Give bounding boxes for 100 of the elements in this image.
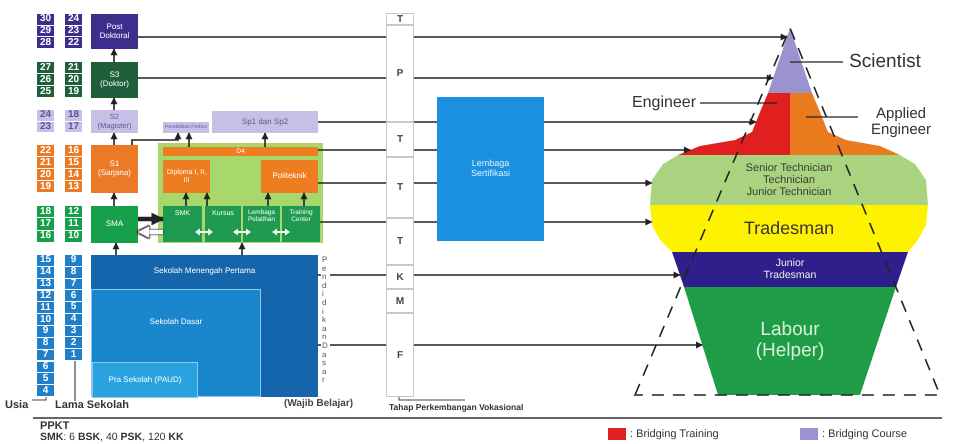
age-cell: 24	[37, 110, 54, 122]
age-cell: 8	[65, 266, 82, 279]
box-label: S1 (Sarjana)	[98, 160, 131, 178]
training-box	[243, 206, 280, 242]
age-cell: 5	[37, 373, 54, 386]
age-cell: 21	[37, 157, 54, 169]
box-label: Sp1 dan Sp2	[242, 118, 288, 126]
note-text: SMK: 6 BSK, 40 PSK, 120 KK	[40, 432, 184, 444]
arrow	[414, 34, 788, 40]
age-cell: 25	[37, 86, 54, 98]
degree-box	[91, 14, 138, 49]
leader-line	[790, 61, 843, 63]
leader-line	[700, 102, 777, 104]
school-box	[92, 362, 198, 398]
program-box	[261, 160, 318, 193]
age-cell: 26	[37, 74, 54, 86]
arrow	[182, 192, 190, 206]
age-cell: 11	[37, 302, 54, 314]
arrow	[131, 132, 182, 145]
stage-cell	[386, 157, 414, 218]
arrow	[110, 48, 118, 62]
box-label: Sekolah Menengah Pertama	[154, 267, 256, 276]
age-cell: 22	[37, 145, 54, 157]
program-box	[212, 111, 318, 133]
age-cell: 4	[65, 314, 82, 326]
age-cell: 19	[65, 86, 82, 98]
age-cell: 10	[37, 314, 54, 326]
program-box	[163, 147, 318, 156]
connector-line	[318, 344, 386, 346]
arrow	[112, 242, 120, 255]
box-label: Senior Technician	[746, 162, 832, 174]
training-box	[163, 206, 202, 242]
degree-box	[91, 110, 138, 133]
age-cell: 19	[37, 181, 54, 193]
age-cell: 9	[65, 255, 82, 267]
age-cell: 17	[65, 122, 82, 133]
box-label: Sekolah Dasar	[150, 318, 202, 327]
arrow	[544, 146, 691, 154]
connector-line	[318, 121, 386, 123]
age-cell: 22	[65, 37, 82, 49]
age-cell: 6	[65, 290, 82, 302]
level-label: Applied Engineer	[858, 104, 944, 140]
age-cell: 24	[65, 14, 82, 26]
age-cell: 20	[37, 169, 54, 181]
arrow	[238, 242, 246, 255]
program-box	[163, 160, 210, 193]
connector-line	[318, 274, 386, 276]
degree-box	[91, 145, 138, 193]
age-cell: 15	[65, 157, 82, 169]
age-cell: 10	[65, 230, 82, 243]
arrow	[414, 342, 703, 348]
training-box	[282, 206, 320, 242]
arrow	[138, 212, 164, 226]
age-cell: 14	[37, 266, 54, 279]
connector-line	[318, 149, 386, 151]
vertical-label: Pendidikan Dasar	[321, 256, 330, 385]
box-label: SMA	[106, 220, 124, 229]
age-cell: 1	[65, 349, 82, 361]
axis-label: Lama Sekolah	[55, 399, 129, 412]
arrow	[544, 218, 652, 226]
age-cell: 17	[37, 218, 54, 231]
school-box	[91, 206, 138, 243]
degree-box	[91, 62, 138, 98]
box-label: Tradesman	[744, 218, 834, 238]
age-cell: 8	[37, 338, 54, 350]
box-label: Pra Sekolah (PAUD)	[108, 376, 182, 384]
arrow	[136, 224, 163, 240]
age-cell: 5	[65, 302, 82, 314]
box-label: K	[396, 272, 404, 282]
legend-label: : Bridging Training	[630, 428, 719, 440]
age-cell: 11	[65, 218, 82, 231]
legend-label: : Bridging Course	[822, 428, 907, 440]
age-cell: 13	[65, 181, 82, 193]
stage-cell	[386, 13, 414, 25]
age-cell: 3	[65, 326, 82, 338]
age-cell: 18	[37, 206, 54, 218]
age-cell: 27	[37, 62, 54, 74]
arrow	[186, 132, 192, 147]
arrow	[544, 118, 757, 126]
age-cell: 7	[65, 278, 82, 290]
connector-line	[414, 121, 437, 123]
box-label: M	[396, 296, 404, 306]
program-box	[163, 122, 209, 133]
age-cell: 12	[65, 206, 82, 218]
school-box	[91, 255, 318, 397]
box-label: Junior Tradesman	[764, 258, 816, 282]
stage-cell	[386, 218, 414, 265]
age-cell: 16	[65, 145, 82, 157]
arrow	[300, 192, 308, 206]
age-cell: 20	[65, 74, 82, 86]
training-box	[205, 206, 241, 242]
arrow	[110, 97, 118, 110]
age-cell: 6	[37, 362, 54, 374]
connector-line	[318, 182, 386, 184]
box-label: T	[396, 14, 404, 24]
arrow	[110, 132, 118, 145]
stage-cell	[386, 122, 414, 157]
arrow	[544, 180, 652, 186]
box-label: Politeknik	[272, 172, 307, 181]
connector-line	[138, 36, 386, 38]
